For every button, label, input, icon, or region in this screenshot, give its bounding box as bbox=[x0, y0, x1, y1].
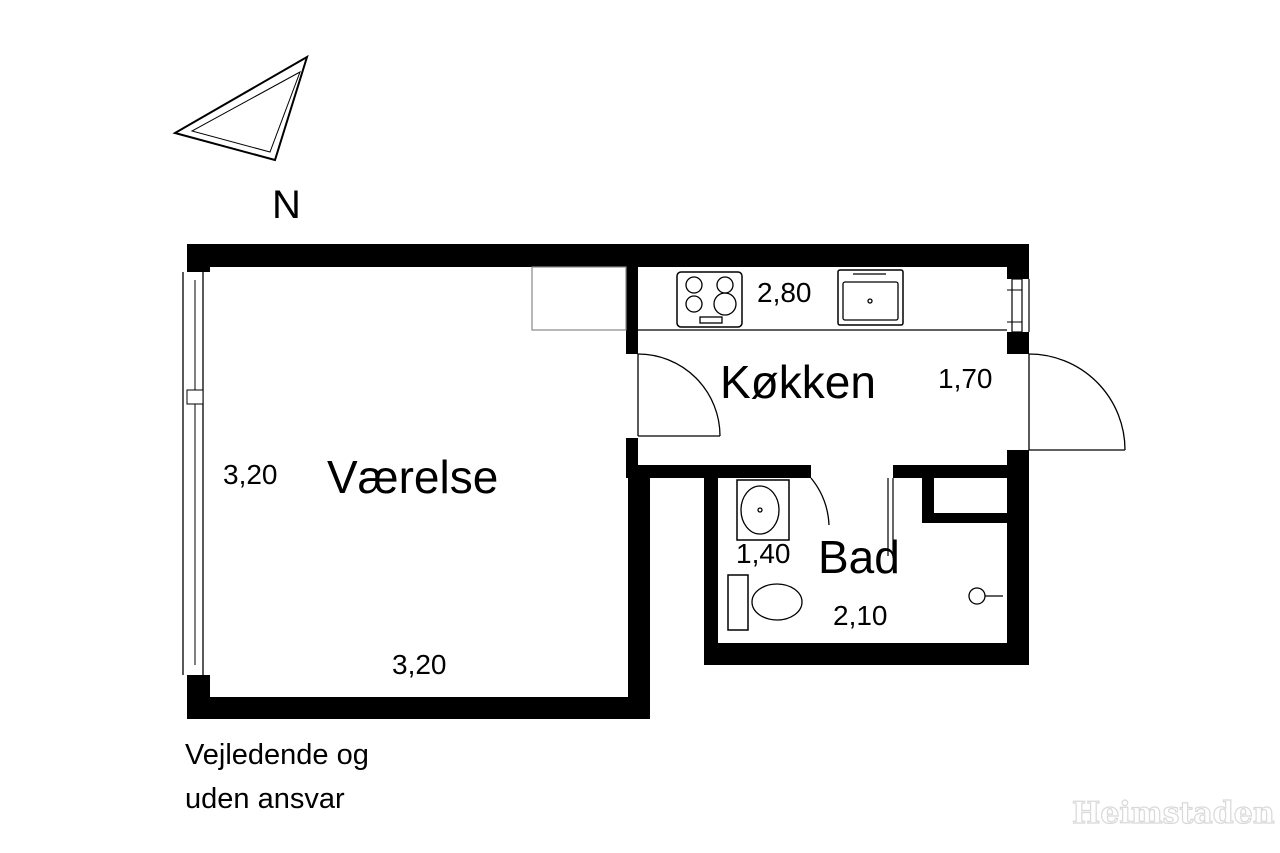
dim-bad-bottom: 2,10 bbox=[833, 600, 888, 631]
door-vaerelse-kokken bbox=[637, 353, 721, 437]
room-name-kokken: Køkken bbox=[720, 356, 876, 408]
kitchen-sink-icon bbox=[837, 269, 904, 326]
disclaimer-line-1: Vejledende og bbox=[185, 739, 369, 771]
room-name-bad: Bad bbox=[818, 531, 900, 583]
right-window bbox=[1007, 278, 1030, 333]
bathroom-sink-icon bbox=[736, 479, 790, 541]
stove-icon bbox=[676, 271, 743, 328]
north-arrow-icon bbox=[172, 54, 309, 162]
disclaimer-line-2: uden ansvar bbox=[185, 783, 345, 815]
entrance-door bbox=[1028, 353, 1126, 451]
compass: N bbox=[172, 54, 309, 227]
dim-kokken-counter: 2,80 bbox=[757, 277, 812, 308]
dim-bad-side: 1,40 bbox=[736, 538, 791, 569]
watermark-logo: Heimstaden bbox=[1072, 796, 1275, 831]
compass-north-label: N bbox=[272, 183, 301, 227]
dim-vaerelse-side: 3,20 bbox=[223, 459, 278, 490]
toilet-icon bbox=[727, 574, 803, 631]
dim-vaerelse-bottom: 3,20 bbox=[392, 649, 447, 680]
dim-kokken-side: 1,70 bbox=[938, 363, 993, 394]
room-name-vaerelse: Værelse bbox=[327, 451, 498, 503]
left-window bbox=[182, 272, 204, 675]
kitchen-counter bbox=[531, 266, 1007, 331]
bathroom-door bbox=[810, 477, 894, 556]
walls bbox=[187, 244, 1029, 719]
shower-drain-icon bbox=[968, 587, 1003, 605]
